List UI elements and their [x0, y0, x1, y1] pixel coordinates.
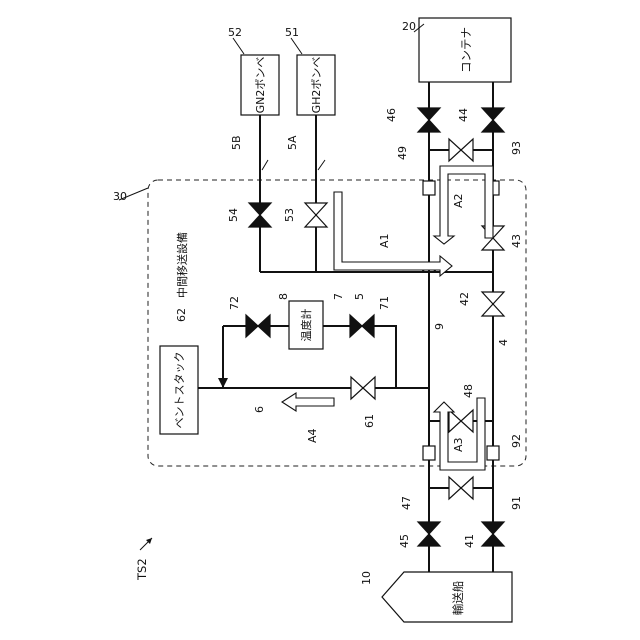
thermometer-label: 温度計 — [299, 309, 313, 342]
ship-hull — [382, 572, 512, 622]
valve-42 — [482, 292, 504, 316]
sensor-box — [487, 446, 499, 460]
ref-62: 62 — [175, 308, 188, 322]
flow-arrow-A4 — [282, 393, 334, 411]
ref-41: 41 — [463, 534, 476, 548]
valve-72 — [246, 315, 270, 337]
valve-54 — [249, 203, 271, 227]
valve-71 — [350, 315, 374, 337]
sensor-box — [423, 181, 435, 195]
ref-71: 71 — [378, 296, 391, 310]
ref-30: 30 — [113, 190, 127, 203]
ref-6: 6 — [253, 406, 266, 413]
ref-72: 72 — [228, 296, 241, 310]
flow-arrow-A1 — [334, 192, 452, 276]
ref-49: 49 — [396, 146, 409, 160]
ref-10: 10 — [360, 571, 373, 585]
sensor-box — [423, 446, 435, 460]
ref-4: 4 — [497, 339, 510, 346]
ref-5B: 5B — [230, 135, 243, 150]
ref-43: 43 — [510, 234, 523, 248]
ref-51: 51 — [285, 26, 299, 39]
container-label: コンテナ — [459, 27, 473, 73]
ref-7: 7 — [332, 293, 345, 300]
ref-20: 20 — [402, 20, 416, 33]
ship-label: 輸送船 — [451, 580, 465, 615]
ref-48: 48 — [462, 384, 475, 398]
ref-44: 44 — [457, 108, 470, 122]
ref-9: 9 — [433, 323, 446, 330]
valve-61 — [351, 377, 375, 399]
ref-8: 8 — [277, 293, 290, 300]
valve-53 — [305, 203, 327, 227]
vent-stack-label: ベントスタック — [173, 352, 186, 429]
ref-5: 5 — [353, 293, 366, 300]
valve-45 — [418, 522, 440, 546]
gh2-cylinder-label: GH2ボンベ — [310, 57, 323, 114]
ref-45: 45 — [398, 534, 411, 548]
valve-44 — [482, 108, 504, 132]
ref-91: 91 — [510, 496, 523, 510]
ref-52: 52 — [228, 26, 242, 39]
valve-49 — [449, 139, 473, 161]
ref-46: 46 — [385, 108, 398, 122]
ref-53: 53 — [283, 208, 296, 222]
valve-48 — [449, 410, 473, 432]
ref-5A: 5A — [286, 135, 299, 150]
ref-A2: A2 — [452, 193, 465, 208]
equipment-label: 中間移送設備 — [175, 232, 189, 298]
ref-47: 47 — [400, 496, 413, 510]
ref-54: 54 — [227, 208, 240, 222]
ref-61: 61 — [363, 414, 376, 428]
ref-42: 42 — [458, 292, 471, 306]
ref-A4: A4 — [306, 428, 319, 443]
ref-A3: A3 — [452, 437, 465, 452]
gn2-cylinder-label: GN2ボンベ — [254, 57, 267, 114]
ref-93: 93 — [510, 141, 523, 155]
flow-arrow-A3 — [434, 398, 485, 470]
valve-47 — [449, 477, 473, 499]
pipe-7-arrowhead — [218, 378, 228, 388]
valve-41 — [482, 522, 504, 546]
container-pipes — [429, 82, 493, 107]
ref-A1: A1 — [378, 233, 391, 248]
figure-label: TS2 — [135, 558, 149, 581]
valve-46 — [418, 108, 440, 132]
ref-92: 92 — [510, 434, 523, 448]
